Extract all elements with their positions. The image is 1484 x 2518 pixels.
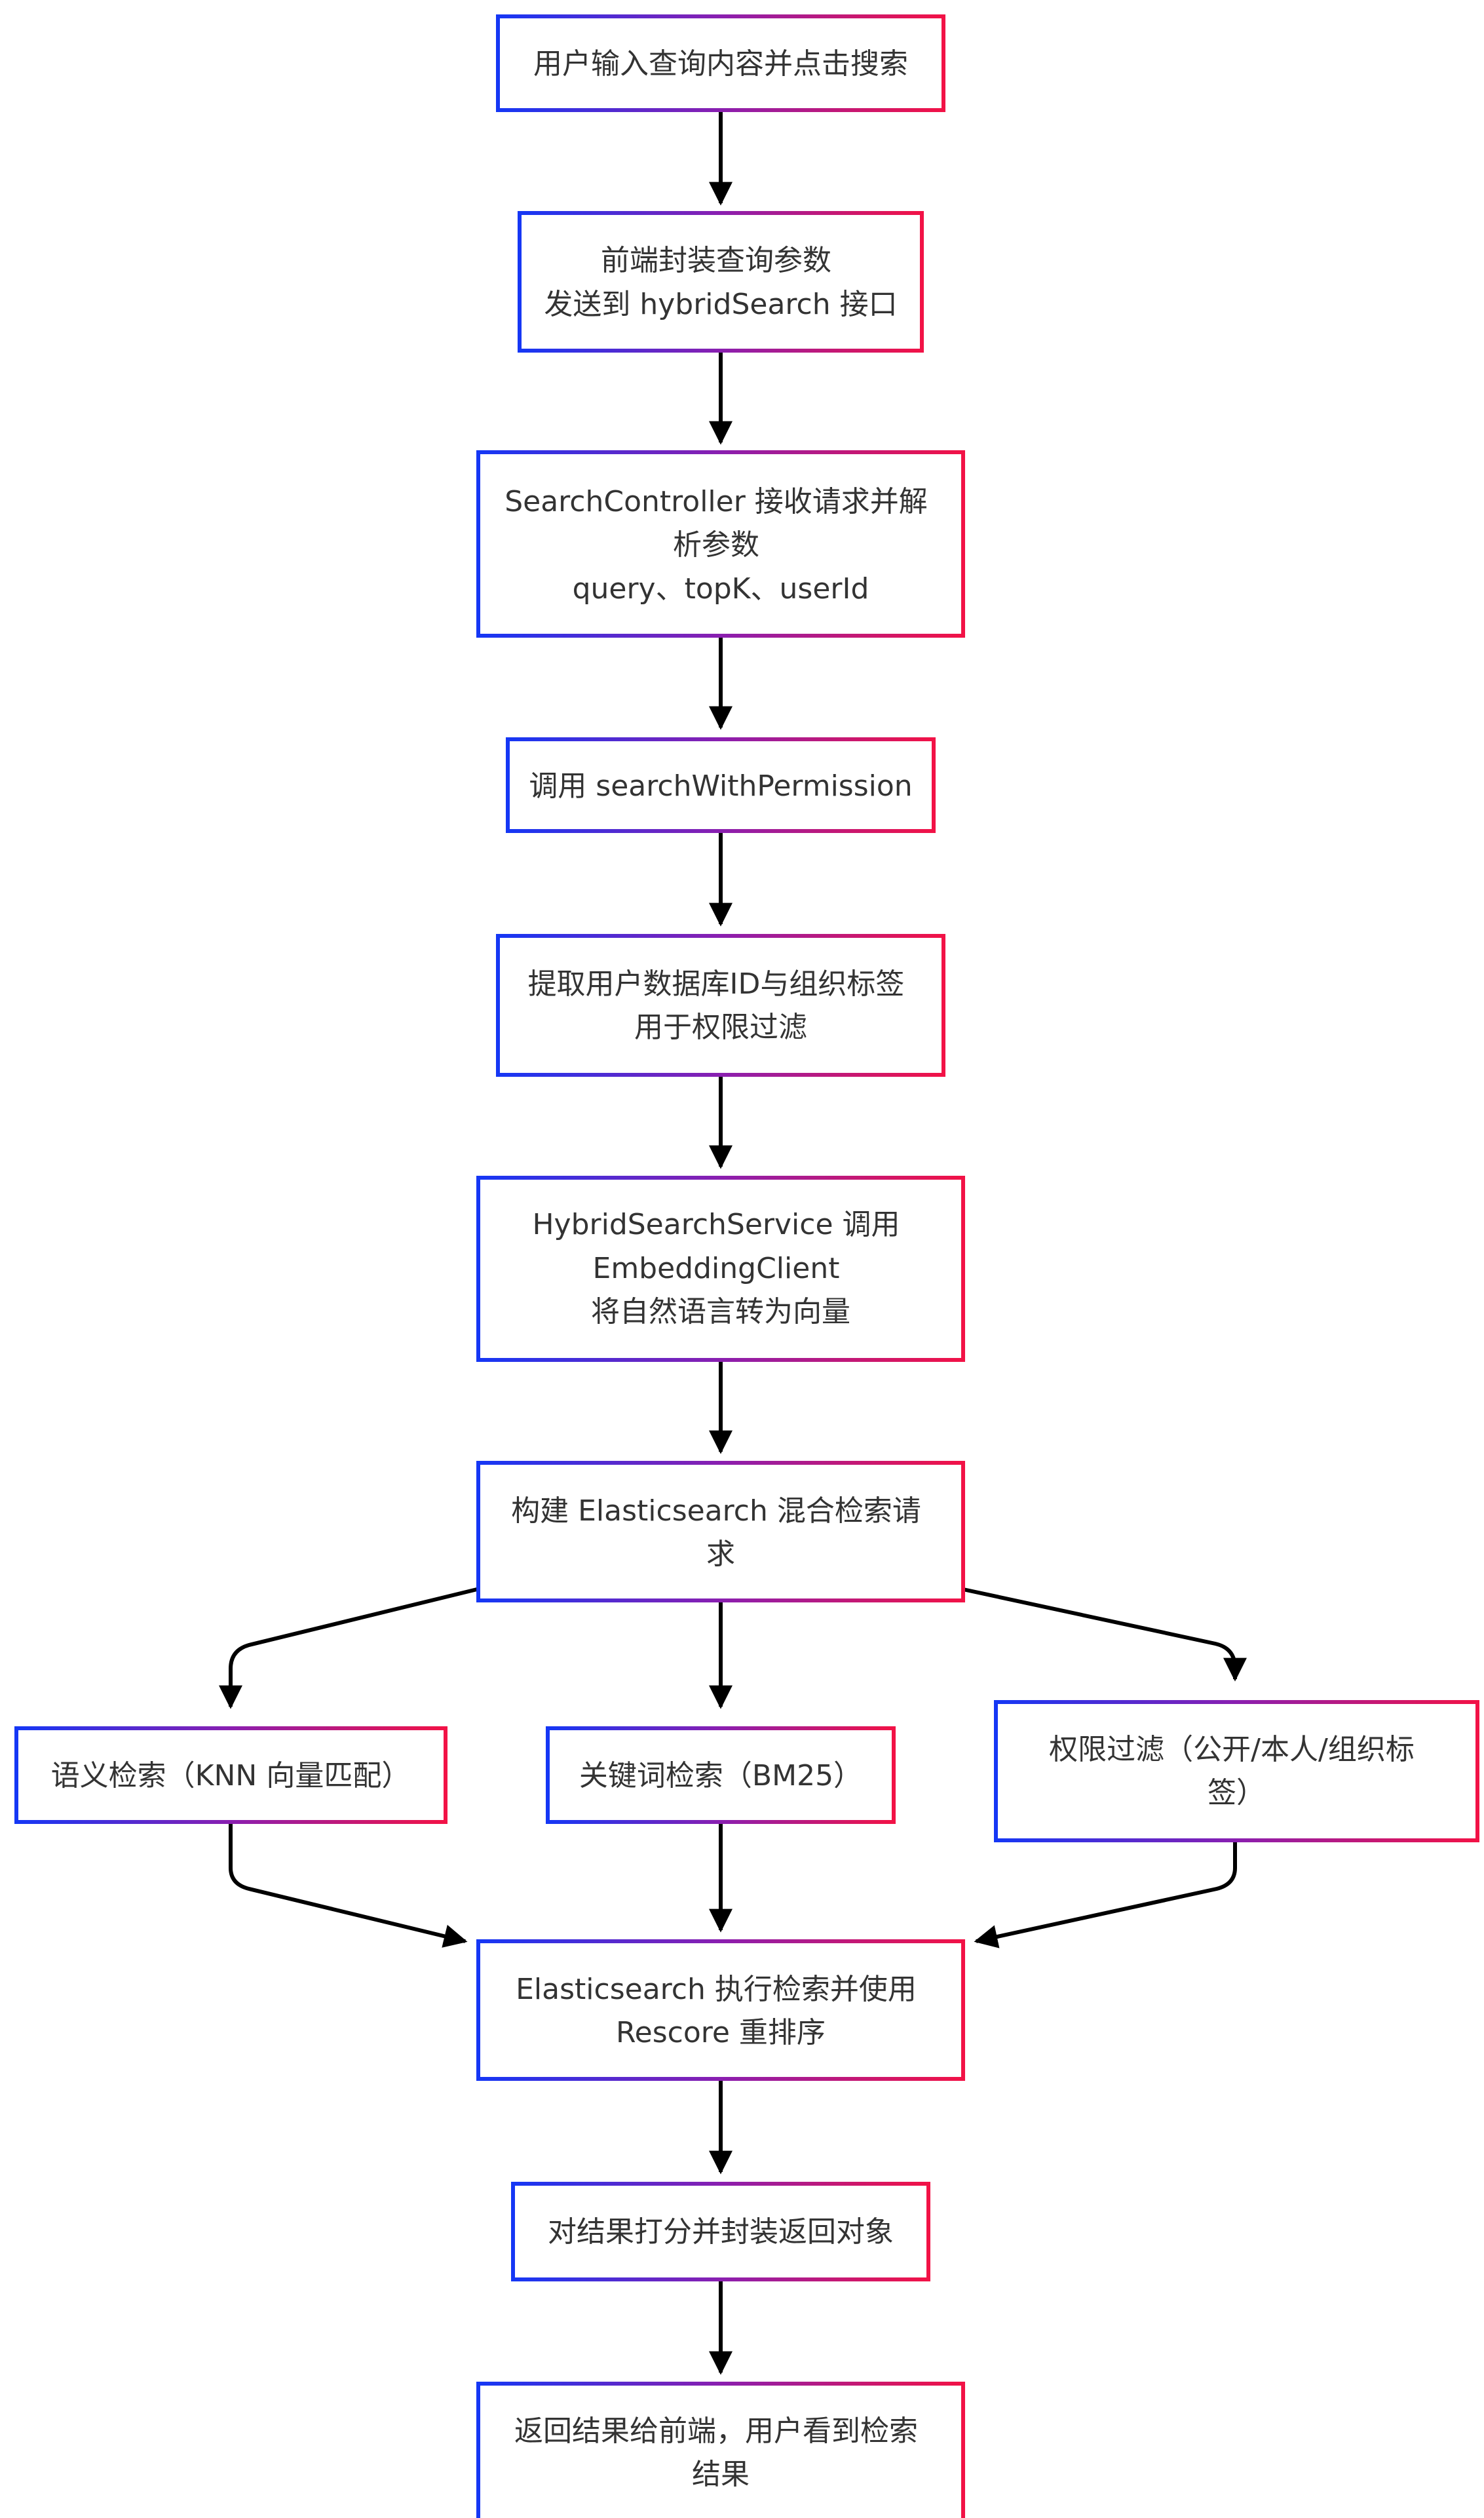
node-call-permission-line-1: 调用 searchWithPermission xyxy=(529,769,912,803)
svg-text:HybridSearchService 调用: HybridSearchService 调用 EmbeddingClient 将… xyxy=(532,1208,909,1328)
svg-text:Elasticsearch 执行检索并使用: Elasticsearch 执行检索并使用 Rescore 重排序 xyxy=(516,1973,926,2049)
svg-text:对结果打分并封装返回对象: 对结果打分并封装返回对象 xyxy=(548,2215,894,2249)
node-user-input-line-1: 用户输入查询内容并点击搜索 xyxy=(533,47,908,81)
edge-permission-to-es xyxy=(974,1840,1237,1948)
node-semantic-search-line-1: 语义检索（KNN 向量匹配） xyxy=(51,1759,411,1792)
node-controller-receive-line-1: SearchController 接收请求并解 xyxy=(504,485,928,518)
node-extract-ids-line-2: 用于权限过滤 xyxy=(634,1011,807,1044)
node-embedding-line-1: HybridSearchService 调用 xyxy=(532,1208,900,1241)
node-keyword-search-line-1: 关键词检索（BM25） xyxy=(579,1759,862,1792)
node-embedding: HybridSearchService 调用 EmbeddingClient 将… xyxy=(476,1176,965,1362)
node-return-result-line-2: 结果 xyxy=(692,2458,750,2491)
svg-text:前端封装查询参数 发送到 hybridSea: 前端封装查询参数 发送到 hybridSearch 接口 xyxy=(544,244,897,321)
node-build-request-line-1: 构建 Elasticsearch 混合检索请 xyxy=(511,1494,921,1528)
svg-text:语义检索（KNN 向量匹配）: 语义检索（KNN 向量匹配） xyxy=(51,1759,411,1792)
node-build-request: 构建 Elasticsearch 混合检索请 求 xyxy=(476,1461,965,1602)
node-frontend-package-line-2: 发送到 hybridSearch 接口 xyxy=(544,288,897,321)
node-embedding-line-3: 将自然语言转为向量 xyxy=(591,1295,850,1328)
node-score-package-line-1: 对结果打分并封装返回对象 xyxy=(548,2215,894,2249)
node-permission-filter: 权限过滤（公开/本人/组织标 签） xyxy=(994,1700,1479,1842)
node-call-permission: 调用 searchWithPermission xyxy=(506,737,936,833)
node-build-request-line-2: 求 xyxy=(706,1538,735,1571)
node-frontend-package: 前端封装查询参数 发送到 hybridSearch 接口 xyxy=(518,211,924,353)
node-extract-ids: 提取用户数据库ID与组织标签 用于权限过滤 xyxy=(496,934,945,1077)
node-controller-receive-line-3: query、topK、userId xyxy=(573,572,869,606)
node-frontend-package-line-1: 前端封装查询参数 xyxy=(601,244,831,277)
node-es-execute: Elasticsearch 执行检索并使用 Rescore 重排序 xyxy=(476,1939,965,2081)
node-keyword-search: 关键词检索（BM25） xyxy=(546,1726,896,1824)
svg-text:返回结果给前端，用户看到检索 结果: 返回结果给前端，用户看到检索 结果 xyxy=(514,2414,927,2491)
node-score-package: 对结果打分并封装返回对象 xyxy=(511,2182,930,2281)
node-extract-ids-line-1: 提取用户数据库ID与组织标签 xyxy=(528,967,905,1001)
node-user-input: 用户输入查询内容并点击搜索 xyxy=(496,14,945,112)
svg-text:关键词检索（BM25）: 关键词检索（BM25） xyxy=(579,1759,862,1792)
node-embedding-line-2: EmbeddingClient xyxy=(593,1252,840,1285)
svg-text:权限过滤（公开/本人/组织标 签）: 权限过滤（公开/本人/组织标 签） xyxy=(1049,1733,1424,1810)
node-es-execute-line-2: Rescore 重排序 xyxy=(616,2016,826,2049)
svg-text:SearchController 接收请求并解: SearchController 接收请求并解 析参数 query、topK、u… xyxy=(504,485,937,606)
edges xyxy=(219,111,1247,2375)
svg-text:调用 searchWithPermission: 调用 searchWithPermission xyxy=(529,769,912,803)
nodes: 用户输入查询内容并点击搜索 前端封装查询参数 发送到 hybridSearch … xyxy=(14,14,1479,2518)
svg-text:提取用户数据库ID与组织标签 用于权限过滤: 提取用户数据库ID与组织标签 用于权限过滤 xyxy=(528,967,914,1044)
edge-build-to-semantic xyxy=(219,1587,478,1709)
edge-semantic-to-es xyxy=(229,1822,468,1948)
edge-build-to-permission xyxy=(962,1587,1247,1682)
node-controller-receive: SearchController 接收请求并解 析参数 query、topK、u… xyxy=(476,450,965,638)
node-controller-receive-line-2: 析参数 xyxy=(673,528,759,562)
node-permission-filter-line-2: 签） xyxy=(1208,1776,1265,1810)
node-semantic-search: 语义检索（KNN 向量匹配） xyxy=(14,1726,447,1824)
node-return-result-line-1: 返回结果给前端，用户看到检索 xyxy=(514,2414,918,2448)
svg-text:构建 Elasticsearch 混合检索请: 构建 Elasticsearch 混合检索请 求 xyxy=(511,1494,930,1571)
node-permission-filter-line-1: 权限过滤（公开/本人/组织标 xyxy=(1049,1733,1415,1766)
node-es-execute-line-1: Elasticsearch 执行检索并使用 xyxy=(516,1973,917,2006)
node-return-result: 返回结果给前端，用户看到检索 结果 xyxy=(476,2382,965,2518)
svg-text:用户输入查询内容并点击搜索: 用户输入查询内容并点击搜索 xyxy=(533,47,908,81)
